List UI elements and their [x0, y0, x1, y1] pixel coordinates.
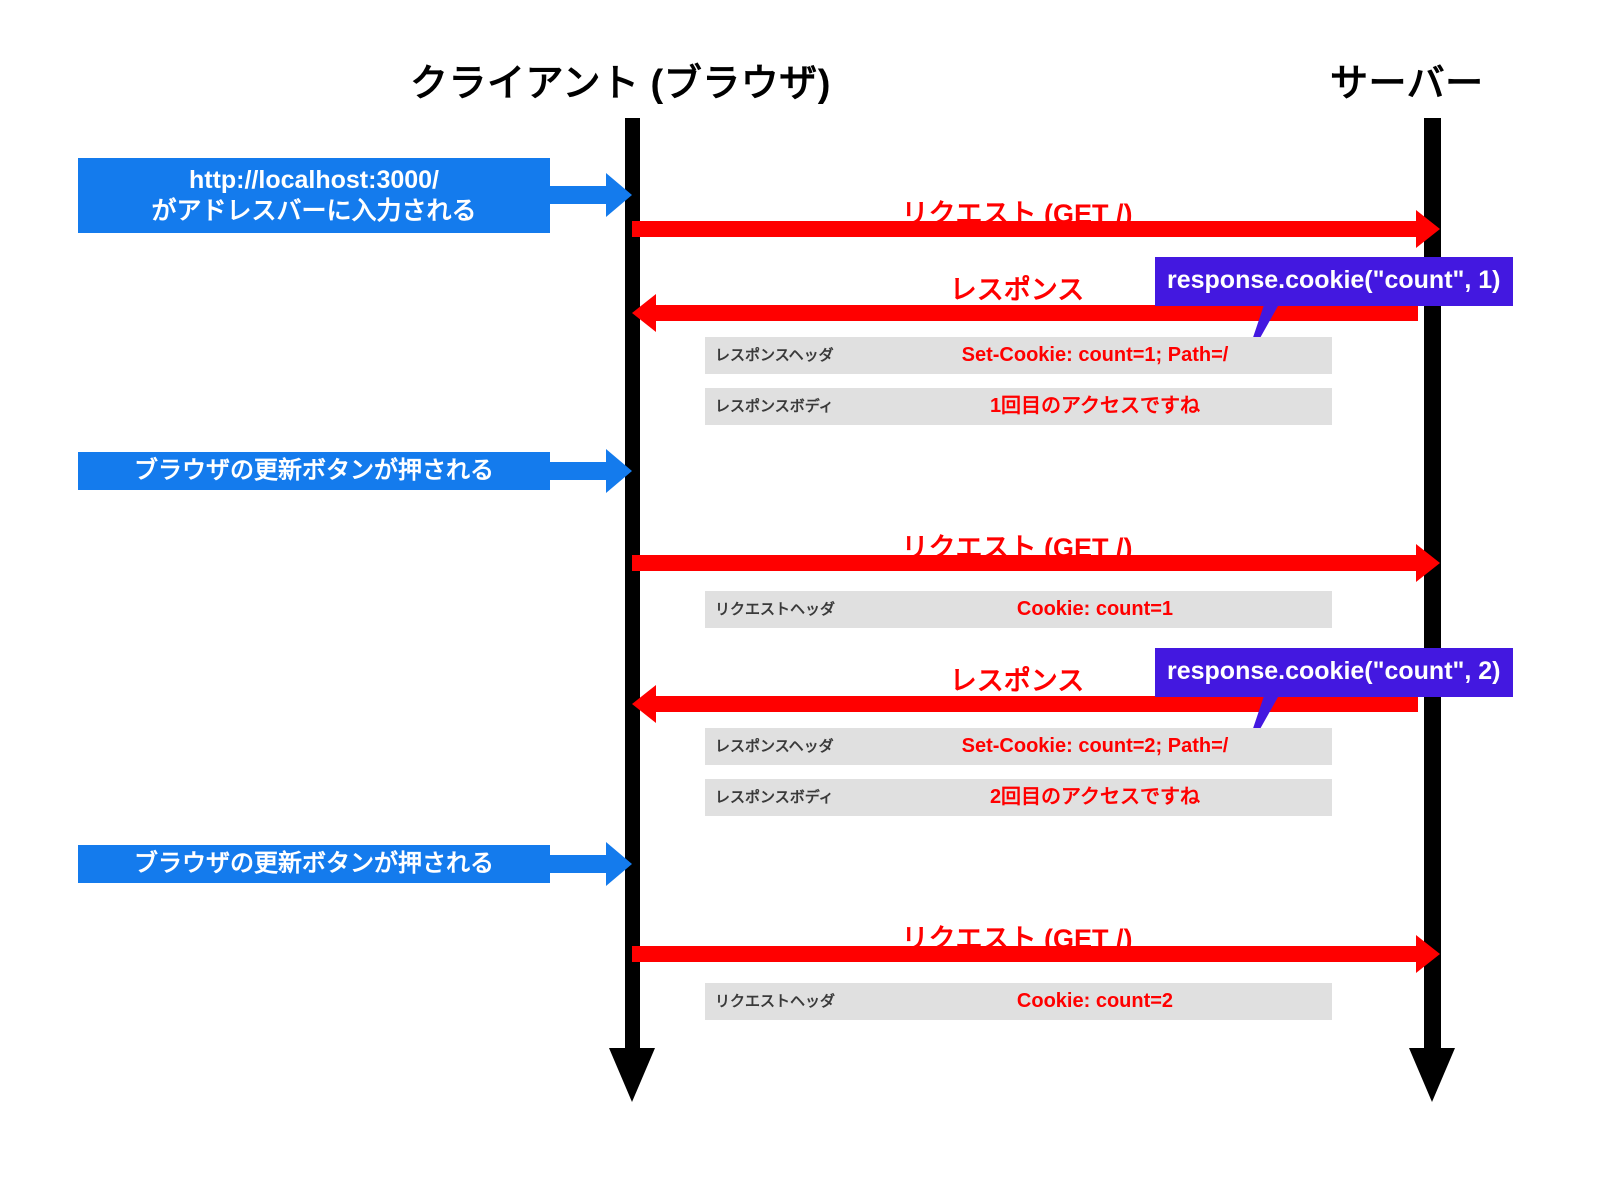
server-actor-title: サーバー	[1330, 63, 1484, 105]
callout-bubble-text: response.cookie("count", 2)	[1155, 648, 1513, 697]
event-box-reload-2: ブラウザの更新ボタンが押される	[78, 845, 550, 883]
detail-row-value: Set-Cookie: count=2; Path=/	[961, 735, 1229, 757]
detail-row-value: 2回目のアクセスですね	[989, 786, 1201, 808]
detail-row: リクエストヘッダ Cookie: count=2	[705, 983, 1332, 1020]
detail-row-label: レスポンスヘッダ	[715, 347, 834, 364]
detail-row-label: リクエストヘッダ	[715, 601, 836, 618]
message-label-response-2: レスポンス	[949, 666, 1085, 696]
client-actor-title: クライアント (ブラウザ)	[410, 63, 831, 105]
server-lifeline-stem	[1424, 118, 1441, 1048]
server-lifeline-arrowhead-icon	[1409, 1048, 1455, 1102]
detail-row-value: Set-Cookie: count=1; Path=/	[961, 344, 1229, 366]
client-lifeline-arrowhead-icon	[609, 1048, 655, 1102]
event-line: ブラウザの更新ボタンが押される	[134, 850, 494, 878]
callout-bubble-text: response.cookie("count", 1)	[1155, 257, 1513, 306]
detail-row-label: レスポンスヘッダ	[715, 738, 834, 755]
detail-row: レスポンスヘッダ Set-Cookie: count=2; Path=/	[705, 728, 1332, 765]
message-label-response-1: レスポンス	[949, 275, 1085, 305]
detail-row-value: Cookie: count=1	[1016, 598, 1174, 620]
detail-row: リクエストヘッダ Cookie: count=1	[705, 591, 1332, 628]
event-line: http://localhost:3000/	[188, 165, 440, 194]
detail-row-label: レスポンスボディ	[715, 398, 834, 415]
detail-row: レスポンスボディ 1回目のアクセスですね	[705, 388, 1332, 425]
event-box-url-entered: http://localhost:3000/ がアドレスバーに入力される	[78, 158, 550, 233]
detail-row: レスポンスヘッダ Set-Cookie: count=1; Path=/	[705, 337, 1332, 374]
event-box-reload-1: ブラウザの更新ボタンが押される	[78, 452, 550, 490]
client-lifeline-stem	[625, 118, 640, 1048]
detail-row-value: Cookie: count=2	[1016, 990, 1174, 1012]
detail-row-value: 1回目のアクセスですね	[989, 395, 1201, 417]
detail-row: レスポンスボディ 2回目のアクセスですね	[705, 779, 1332, 816]
event-line: がアドレスバーに入力される	[151, 196, 477, 225]
event-line: ブラウザの更新ボタンが押される	[134, 457, 494, 485]
detail-row-label: レスポンスボディ	[715, 789, 834, 806]
detail-row-label: リクエストヘッダ	[715, 993, 836, 1010]
